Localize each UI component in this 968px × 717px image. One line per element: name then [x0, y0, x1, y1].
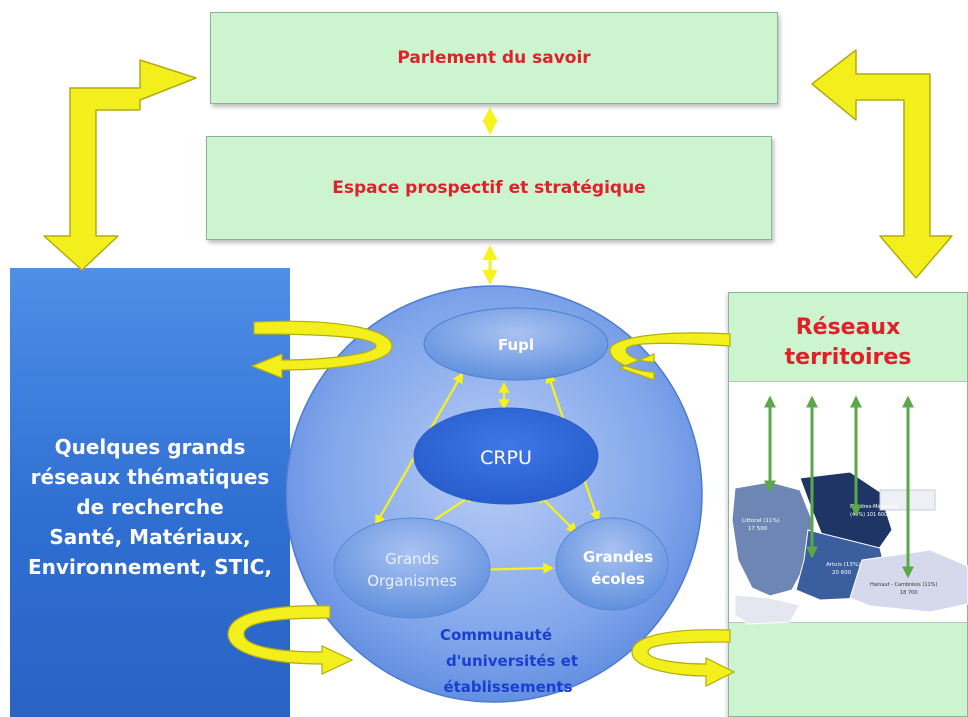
panel-line: Environnement, STIC,	[28, 555, 272, 579]
territory-title: Réseaux territoires	[729, 313, 967, 373]
map-label: Hainaut - Cambrésis (11%)	[870, 581, 937, 588]
espace-label: Espace prospectif et stratégique	[332, 178, 646, 198]
parlement-label: Parlement du savoir	[397, 48, 591, 68]
right-upper-curl-arrow	[609, 332, 731, 381]
map-label: 20 600	[832, 570, 852, 576]
inner-arrow	[536, 492, 578, 534]
communaute-caption: Communauté	[440, 626, 552, 644]
panel-line: Santé, Matériaux,	[49, 525, 251, 549]
map-label: Littoral (11%)	[742, 518, 780, 524]
panel-line: réseaux thématiques	[30, 465, 270, 489]
parlement-box: Parlement du savoir	[210, 12, 778, 104]
crpu-node	[413, 407, 599, 505]
region-map: Littoral (11%) 17 500 Flandres-Métropole…	[731, 471, 968, 625]
map-label: 18 700	[900, 590, 918, 596]
territory-title-line: Réseaux	[795, 315, 901, 340]
communaute-caption: d'universités et	[446, 652, 578, 670]
map-label: 17 500	[748, 526, 768, 532]
grands-organismes-label: Organismes	[367, 572, 457, 590]
espace-box: Espace prospectif et stratégique	[206, 136, 772, 240]
grandes-ecoles-node	[555, 517, 669, 611]
fupl-node	[423, 307, 609, 381]
left-upper-curl-arrow	[250, 320, 393, 379]
right-bent-arrow	[811, 49, 953, 279]
map-region-hainaut	[849, 549, 968, 613]
map-region-west	[734, 594, 801, 625]
right-lower-curl-arrow	[631, 629, 736, 687]
grandes-ecoles-label: Grandes	[583, 548, 653, 566]
map-label: Flandres-Métropole	[850, 503, 898, 510]
map-region-littoral	[731, 481, 813, 597]
communaute-caption: établissements	[443, 678, 572, 696]
crpu-label: CRPU	[480, 447, 532, 469]
fupl-label: Fupl	[498, 336, 534, 354]
panel-line: de recherche	[76, 495, 224, 519]
grandes-ecoles-label: écoles	[591, 570, 645, 588]
grands-organismes-node	[333, 517, 491, 619]
panel-line: Quelques grands	[54, 435, 246, 459]
territory-green-arrows	[764, 395, 914, 579]
territory-title-line: territoires	[784, 345, 912, 370]
map-label: (40%) 101 600	[850, 512, 887, 518]
grands-organismes-label: Grands	[385, 550, 439, 568]
left-lower-curl-arrow	[227, 605, 354, 675]
left-bent-arrow	[43, 59, 197, 271]
map-label: Artois (13%)	[826, 562, 860, 568]
